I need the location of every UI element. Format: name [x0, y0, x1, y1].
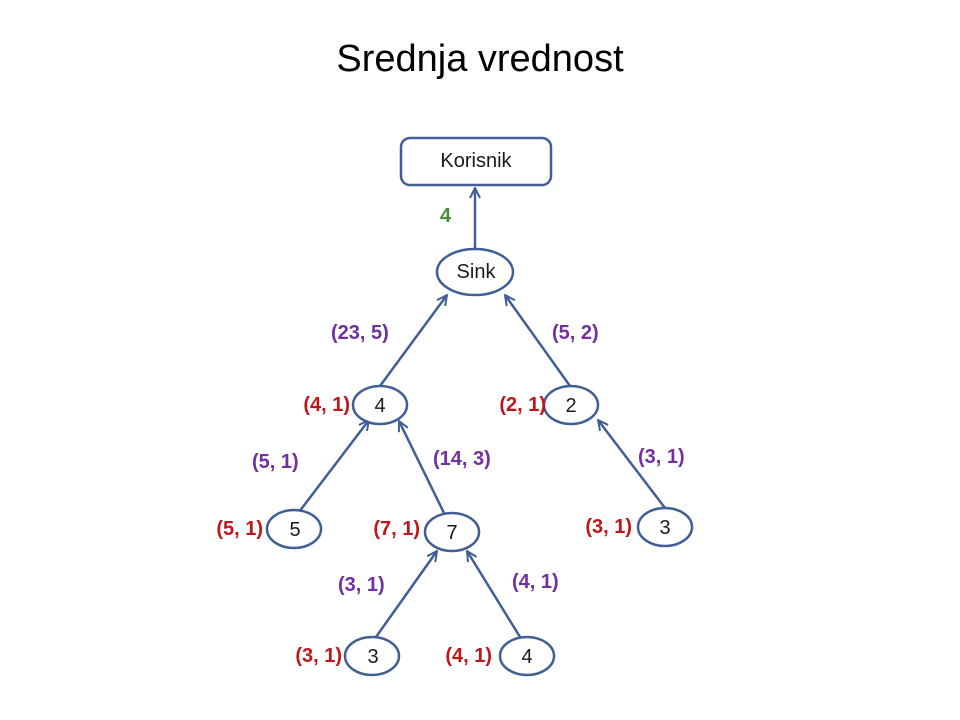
node-e-label: 3	[659, 517, 670, 539]
node-a-label: 4	[374, 395, 385, 417]
node-f-ellipse	[343, 635, 401, 677]
node-sink-label: Sink	[457, 261, 497, 283]
node-c-label: 5	[289, 519, 300, 541]
node-d-ellipse	[423, 511, 481, 553]
node-d-label: 7	[446, 522, 457, 544]
local-label-b: (2, 1)	[499, 394, 546, 416]
edge-b-sink	[505, 295, 572, 387]
edge-label-sink-korisnik: 4	[440, 205, 452, 227]
node-b-label: 2	[565, 395, 576, 417]
local-label-g: (4, 1)	[445, 645, 492, 667]
node-korisnik-label: Korisnik	[440, 150, 512, 172]
edge-label-g-d: (4, 1)	[512, 571, 559, 593]
edge-label-c-a: (5, 1)	[252, 451, 299, 473]
local-label-d: (7, 1)	[373, 518, 420, 540]
node-c-ellipse	[265, 508, 323, 550]
local-label-c: (5, 1)	[216, 518, 263, 540]
node-f-label: 3	[367, 646, 378, 668]
node-e-ellipse	[636, 506, 694, 548]
edge-label-f-d: (3, 1)	[338, 574, 385, 596]
edge-a-sink	[378, 295, 447, 387]
edge-label-e-b: (3, 1)	[638, 446, 685, 468]
local-label-e: (3, 1)	[585, 516, 632, 538]
node-a-ellipse	[351, 384, 409, 426]
edge-label-a-sink: (23, 5)	[331, 322, 389, 344]
edge-label-b-sink: (5, 2)	[552, 322, 599, 344]
node-g-label: 4	[521, 646, 532, 668]
edge-d-a	[397, 421, 446, 514]
edge-c-a	[298, 420, 369, 513]
node-sink-ellipse	[435, 247, 515, 297]
local-label-a: (4, 1)	[303, 394, 350, 416]
node-g-ellipse	[498, 635, 556, 677]
edge-e-b	[598, 420, 666, 509]
edge-label-d-a: (14, 3)	[433, 448, 491, 470]
edge-f-d	[374, 551, 437, 638]
node-b-ellipse	[542, 384, 600, 426]
slide-title: Srednja vrednost	[336, 38, 624, 80]
edge-g-d	[467, 551, 522, 638]
node-korisnik-box	[399, 136, 553, 187]
local-label-f: (3, 1)	[295, 645, 342, 667]
